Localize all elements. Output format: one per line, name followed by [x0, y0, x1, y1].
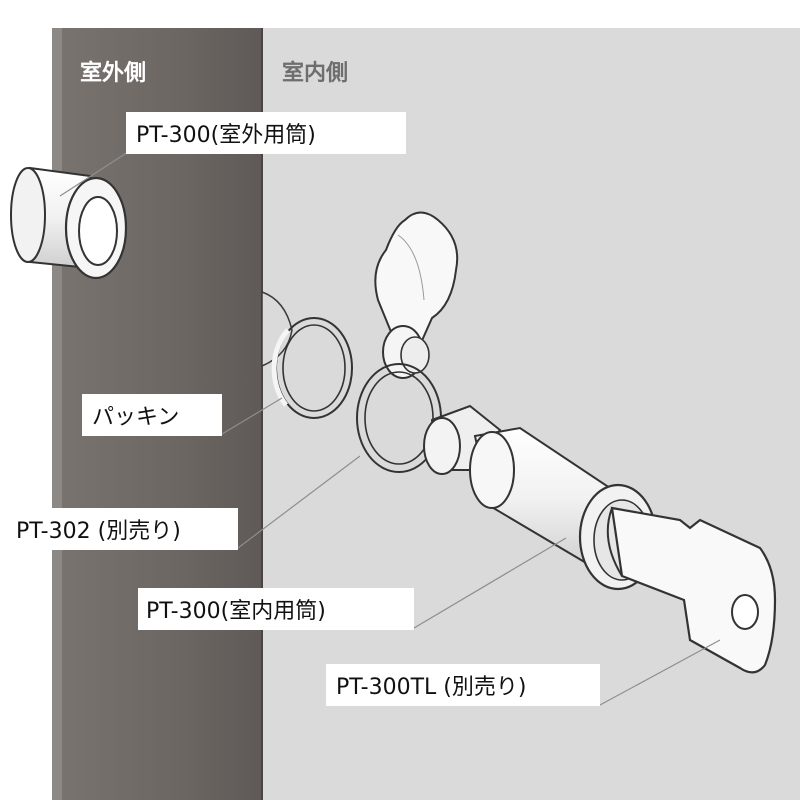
- key-label: PT-300TL (別売り): [336, 675, 526, 700]
- packing-label: パッキン: [92, 405, 179, 430]
- outdoor-cylinder: [10, 166, 128, 280]
- label-bg-packing: [82, 394, 222, 436]
- label-bg-outdoor-cylinder: [126, 112, 406, 154]
- pt300tl-key: [606, 506, 777, 674]
- indoor-side-label: 室内側: [282, 60, 348, 86]
- pt302-label: PT-302 (別売り): [16, 519, 181, 544]
- packing-ring: [271, 317, 353, 419]
- outdoor-cylinder-label: PT-300(室外用筒): [136, 123, 316, 148]
- outdoor-side-label: 室外側: [80, 60, 146, 86]
- label-bg-indoor-cylinder: [138, 588, 414, 630]
- indoor-cylinder-label: PT-300(室内用筒): [146, 599, 326, 624]
- label-bg-pt302: [8, 508, 238, 550]
- pt302-cap: [356, 211, 459, 473]
- label-bg-key: [326, 664, 600, 706]
